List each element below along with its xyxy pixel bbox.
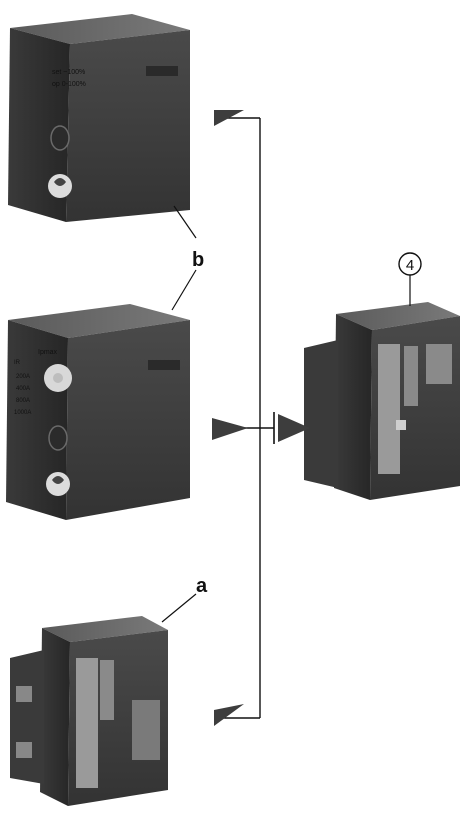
arrow-middle-left: [212, 418, 248, 440]
scale-title: Ipmax: [38, 349, 58, 356]
faceplate-line-2: op 0-100%: [52, 81, 86, 88]
scale-label-ir: IR: [14, 360, 21, 366]
bottom-module-side-face: [40, 628, 70, 806]
middle-module-port: [49, 426, 67, 450]
bottom-module-label-strip: [132, 700, 160, 760]
callout-b: b: [172, 206, 204, 310]
top-module: set ~100% op 0-100%: [8, 14, 190, 222]
bottom-module-label-strip: [76, 658, 98, 788]
right-module-label-strip: [426, 344, 452, 384]
bottom-module-label-strip: [100, 660, 114, 720]
middle-module-tab: [148, 360, 180, 370]
faceplate-line-1: set ~100%: [52, 69, 85, 76]
bottom-module: [10, 616, 168, 806]
callout-a-label: a: [196, 575, 208, 597]
callout-a: a: [162, 575, 208, 622]
bottom-module-flap-icon: [16, 686, 32, 702]
bottom-module-flap-icon: [16, 742, 32, 758]
callout-a-leader: [162, 594, 196, 622]
middle-module: Ipmax IR 200A 400A 800A 1000A: [6, 304, 190, 520]
top-module-front-face: [66, 30, 190, 222]
top-module-tab: [146, 66, 178, 76]
right-module-flap: [304, 340, 338, 488]
arrow-bottom: [214, 704, 244, 726]
middle-module-dial-hub: [53, 373, 63, 383]
callout-4: 4: [399, 253, 421, 306]
scale-label-400a: 400A: [16, 386, 30, 392]
middle-module-front-face: [66, 320, 190, 520]
right-module-label-strip: [378, 344, 400, 474]
right-module-indicator: [396, 420, 406, 430]
right-module: [304, 302, 460, 500]
top-module-dial: [51, 126, 69, 150]
right-module-label-strip: [404, 346, 418, 406]
callout-b-leader-bottom: [172, 270, 196, 310]
scale-label-800a: 800A: [16, 398, 30, 404]
callout-b-label: b: [192, 249, 204, 271]
scale-label-1000a: 1000A: [14, 410, 31, 416]
callout-b-leader-top: [174, 206, 196, 238]
scale-label-200a: 200A: [16, 374, 30, 380]
callout-4-label: 4: [406, 257, 414, 274]
connector-network: [212, 110, 310, 726]
bottom-module-flap: [10, 650, 44, 784]
right-module-side-face: [334, 314, 372, 500]
